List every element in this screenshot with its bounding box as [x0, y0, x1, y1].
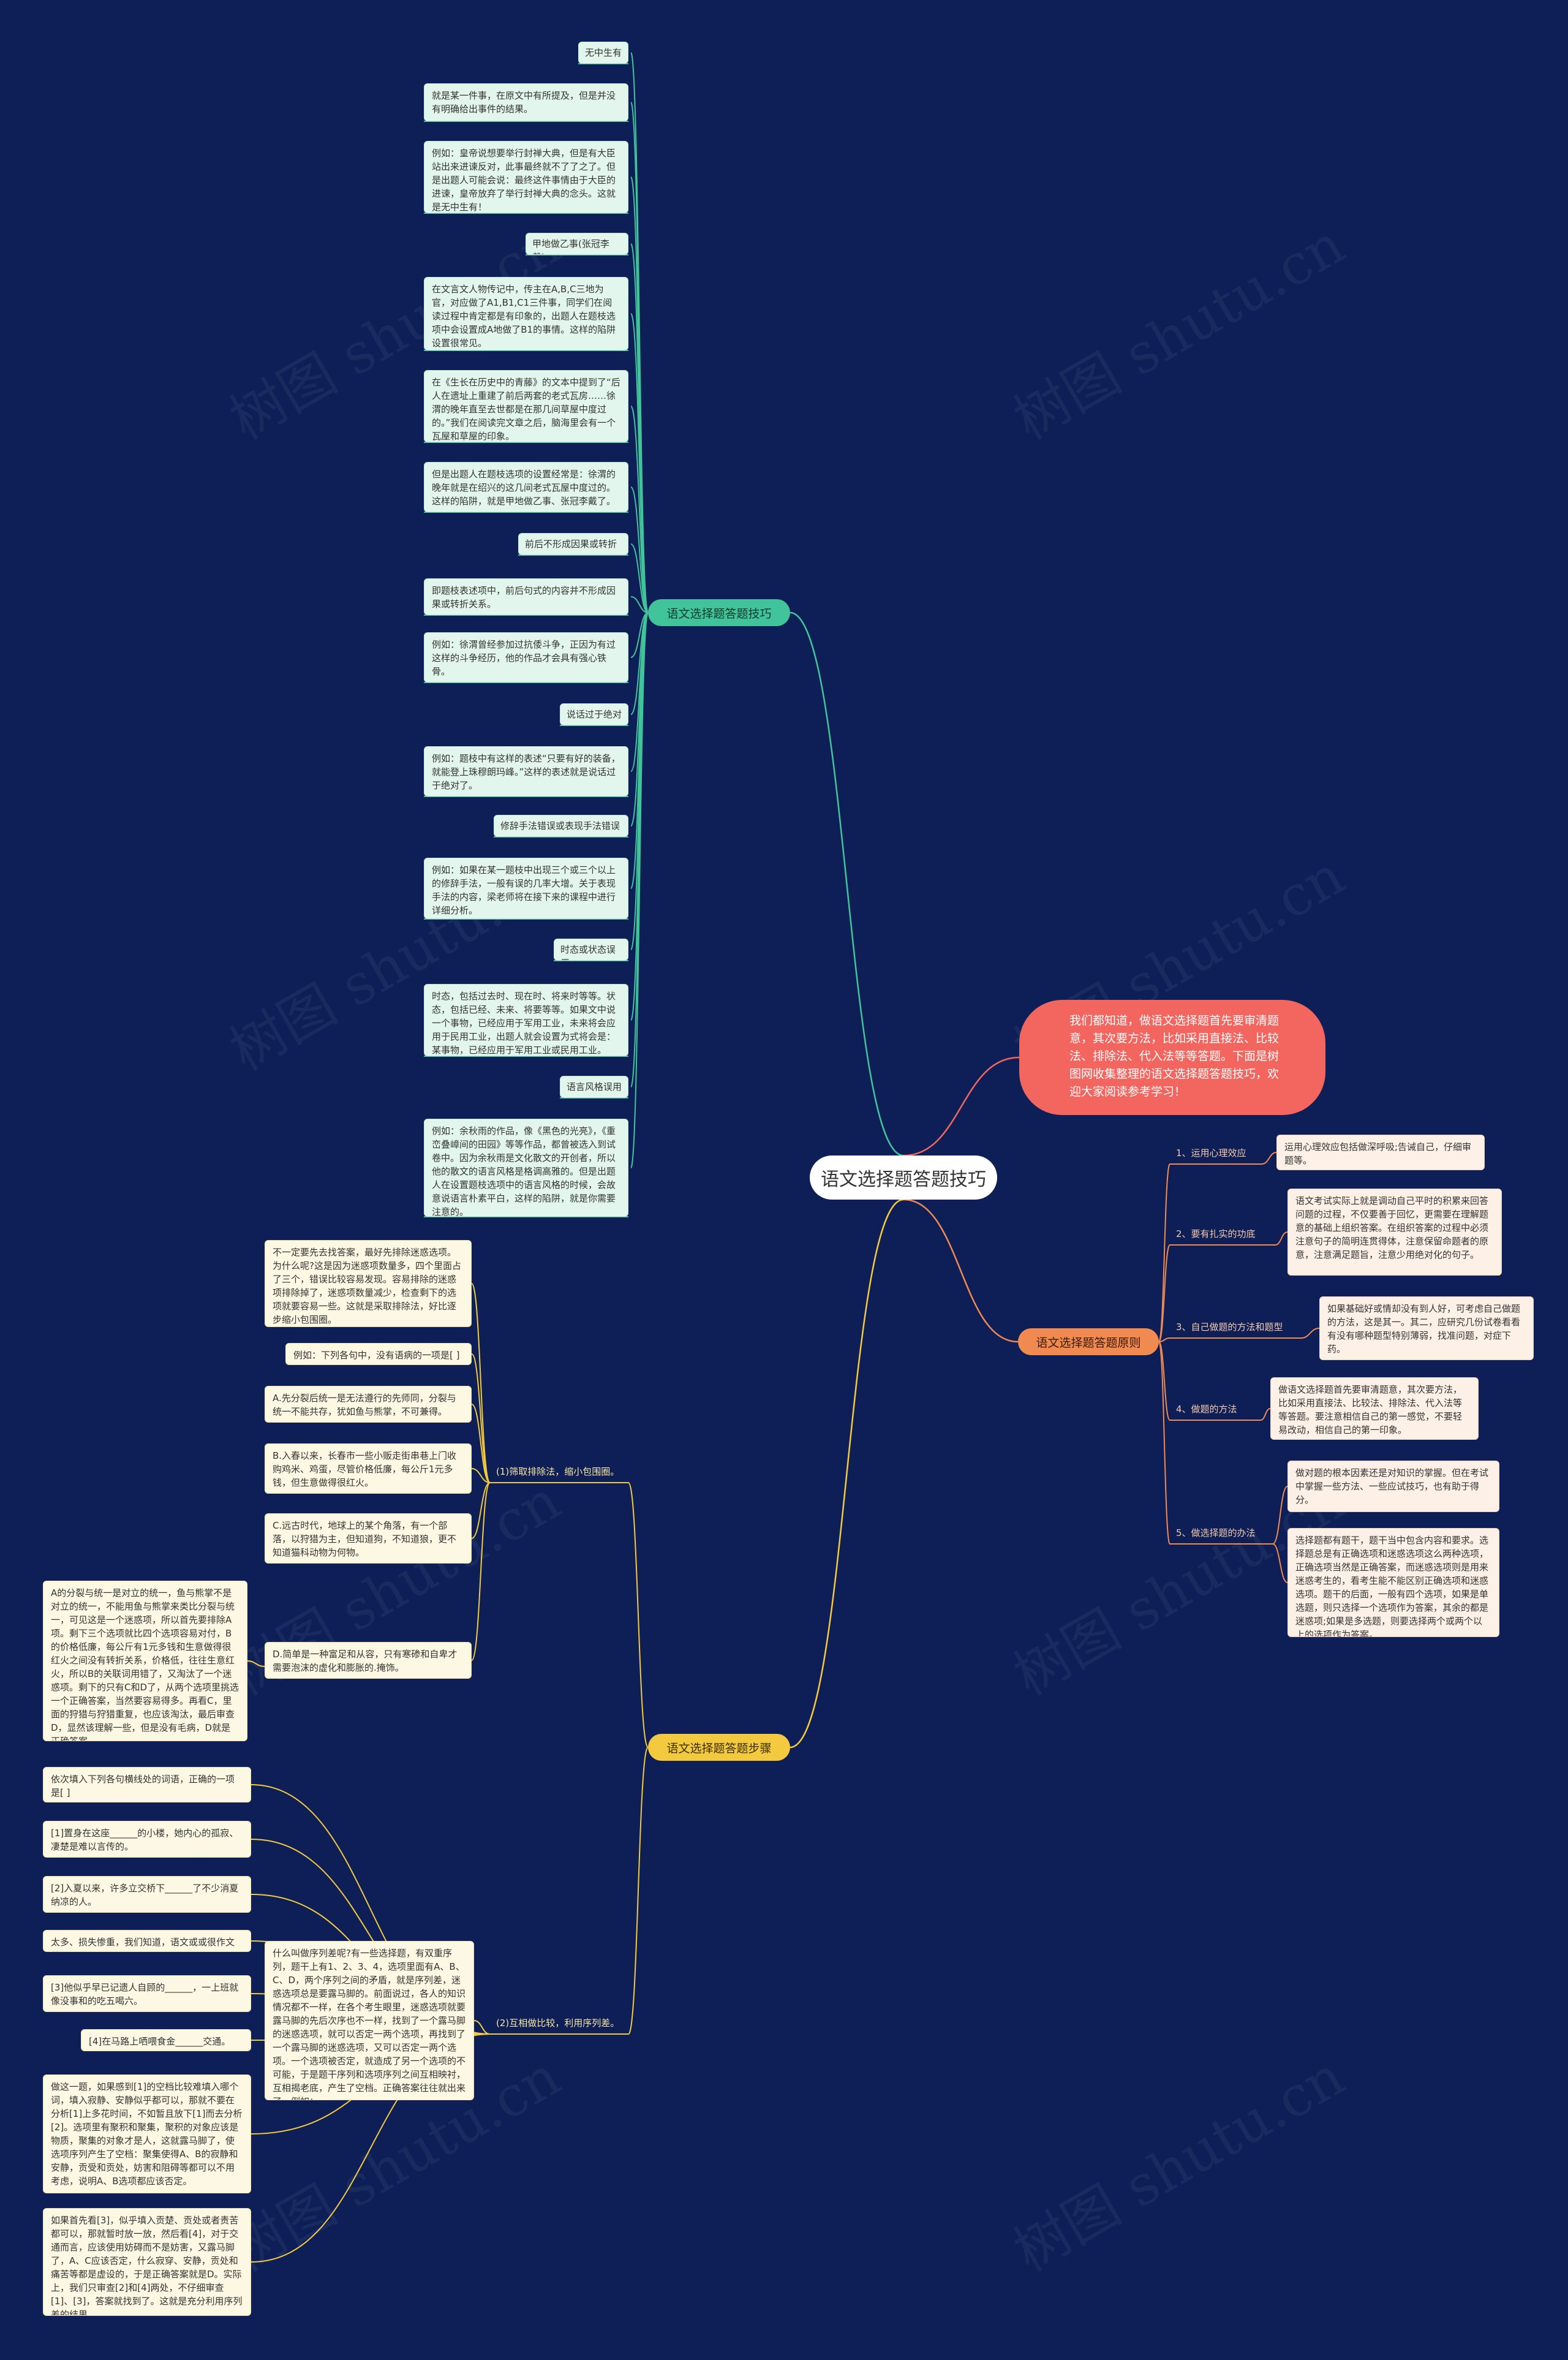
connector [903, 1198, 1019, 1343]
connector [1158, 1341, 1170, 1421]
connector [903, 1056, 1020, 1157]
central-topic[interactable]: 语文选择题答题技巧 [810, 1155, 997, 1200]
principle-item[interactable]: 2、要有扎实的功底 [1176, 1228, 1256, 1239]
step-method[interactable]: (2)互相做比较，利用序列差。 [496, 2018, 620, 2029]
connector [630, 612, 649, 1168]
connector [471, 1482, 491, 1539]
connector [247, 1660, 265, 1667]
tip-heading[interactable]: 语言风格误用 [560, 1076, 628, 1098]
tip-detail[interactable]: 例如：题枝中有这样的表述“只要有好的装备，就能登上珠穆朗玛峰。”这样的表述就是说… [424, 746, 628, 796]
tip-detail[interactable]: 就是某一件事，在原文中有所提及，但是并没有明确给出事件的结果。 [424, 83, 628, 121]
connector [1158, 1163, 1170, 1342]
connector [1272, 1543, 1288, 1583]
principle-item[interactable]: 5、做选择题的办法 [1176, 1527, 1256, 1538]
principle-detail[interactable]: 选择题都有题干，题干当中包含内容和要求。选择题总是有正确选项和迷惑选项这么两种选… [1287, 1528, 1499, 1637]
step-detail[interactable]: [2]入夏以来，许多立交桥下______了不少消夏纳凉的人。 [43, 1876, 251, 1913]
connector [1300, 1328, 1320, 1339]
branch-answer-principles[interactable]: 语文选择题答题原则 [1018, 1328, 1159, 1355]
connector [790, 1198, 904, 1749]
step-detail[interactable]: 太多、损失惨重，我们知道，语文或或很作文差 [43, 1930, 251, 1952]
tip-detail[interactable]: 但是出题人在题枝选项的设置经常是：徐渭的晚年就是在绍兴的这几间老式瓦屋中度过的。… [424, 462, 628, 512]
step-detail[interactable]: A.先分裂后统一是无法遵行的先师同，分裂与统一不能共存，犹如鱼与熊掌，不可兼得。 [265, 1386, 472, 1423]
step-detail[interactable]: D.简单是一种富足和从容，只有寒碜和自卑才需要泡沫的虚化和膨胀的.掩饰。 [265, 1642, 472, 1679]
tip-heading[interactable]: 前后不形成因果或转折 [518, 533, 628, 555]
connector [628, 1747, 649, 2035]
tip-detail[interactable]: 即题枝表述项中，前后句式的内容并不形成因果或转折关系。 [424, 578, 628, 615]
branch-answer-tips[interactable]: 语文选择题答题技巧 [648, 599, 790, 626]
connector [1260, 1408, 1271, 1421]
connector [1272, 1486, 1288, 1545]
connector [1158, 1337, 1170, 1342]
intro-note[interactable]: 我们都知道，做语文选择题首先要审清题意，其次要方法，比如采用直接法、比较法、排除… [1019, 1000, 1325, 1115]
step-detail[interactable]: 例如：下列各句中，没有语病的一项是[ ] [285, 1343, 472, 1365]
tip-heading[interactable]: 时态或状态误用 [554, 939, 628, 961]
step-detail[interactable]: A的分裂与统一是对立的统一，鱼与熊掌不是对立的统一，不能用鱼与熊掌来类比分裂与统… [43, 1581, 247, 1741]
connector [1158, 1341, 1170, 1545]
connector [473, 2020, 491, 2035]
branch-answer-steps[interactable]: 语文选择题答题步骤 [648, 1734, 790, 1761]
connector [630, 596, 649, 613]
principle-detail[interactable]: 语文考试实际上就是调动自己平时的积累来回答问题的过程，不仅要善于回忆，更需要在理… [1287, 1189, 1502, 1276]
tip-heading[interactable]: 说话过于绝对 [560, 703, 628, 725]
connector [1261, 1152, 1277, 1165]
connector [628, 1482, 649, 1748]
step-detail[interactable]: [4]在马路上哂喂食金______交通。 [81, 2029, 251, 2051]
connector [1158, 1244, 1170, 1342]
connector [630, 612, 649, 658]
connector [1275, 1231, 1288, 1246]
connector [630, 486, 649, 613]
tip-heading[interactable]: 修辞手法错误或表现手法错误 [494, 815, 628, 837]
connector [630, 543, 649, 613]
connector [790, 611, 904, 1157]
tip-detail[interactable]: 例如：余秋雨的作品，像《黑色的光亮》，《重峦叠嶂间的田园》等等作品，都曾被选入到… [424, 1119, 628, 1217]
principle-item[interactable]: 1、运用心理效应 [1176, 1148, 1246, 1159]
tip-heading[interactable]: 甲地做乙事(张冠李戴) [526, 233, 628, 255]
step-detail[interactable]: 做这一题，如果感到[1]的空档比较难填入哪个词，填入寂静、安静似乎都可以，那就不… [43, 2074, 251, 2193]
connector [471, 1404, 491, 1483]
step-method[interactable]: (1)筛取排除法，缩小包围圈。 [496, 1466, 620, 1477]
connector [471, 1468, 491, 1483]
connector [471, 1283, 491, 1483]
connector [471, 1482, 491, 1661]
step-detail[interactable]: 不一定要先去找答案，最好先排除迷惑选项。为什么呢?这是因为迷惑项数量多，四个里面… [265, 1240, 472, 1327]
principle-detail[interactable]: 做语文选择题首先要审清题意，其次要方法，比如采用直接法、比较法、排除法、代入法等… [1270, 1377, 1479, 1440]
tip-detail[interactable]: 例如：徐渭曾经参加过抗倭斗争，正因为有过这样的斗争经历，他的作品才会具有强心铁骨… [424, 632, 628, 683]
step-detail[interactable]: B.入春以来，长春市一些小贩走街串巷上门收购鸡米、鸡蛋，尽管价格低廉，每公斤1元… [265, 1443, 472, 1494]
principle-detail[interactable]: 运用心理效应包括做深呼吸;告诫自己，仔细审题等。 [1276, 1135, 1485, 1170]
tip-detail[interactable]: 例如：如果在某一题枝中出现三个或三个以上的修辞手法，一般有误的几率大增。关于表现… [424, 858, 628, 919]
tip-heading[interactable]: 无中生有 [578, 42, 628, 64]
connector [471, 1353, 491, 1483]
connector [630, 102, 649, 613]
step-detail[interactable]: C.远古时代，地球上的某个角落，有一个部落，以狩猎为主，但知道狗，不知道狼，更不… [265, 1513, 472, 1564]
tip-detail[interactable]: 在文言文人物传记中，传主在A,B,C三地为官，对应做了A1,B1,C1三件事，同… [424, 277, 628, 350]
principle-item[interactable]: 3、自己做题的方法和题型 [1176, 1322, 1283, 1333]
step-detail[interactable]: [3]他似乎早已记遗人自顾的______，一上班就像没事和的吃五喝六。 [43, 1975, 251, 2012]
step-detail[interactable]: 依次填入下列各句横线处的词语，正确的一项是[ ] [43, 1767, 251, 1802]
step-detail[interactable]: [1]置身在这座______的小楼，她内心的孤寂、凄楚是难以言传的。 [43, 1821, 251, 1858]
principle-detail[interactable]: 做对题的根本因素还是对知识的掌握。但在考试中掌握一些方法、一些应试技巧，也有助于… [1287, 1461, 1499, 1512]
connector [630, 313, 649, 613]
principle-item[interactable]: 4、做题的方法 [1176, 1404, 1237, 1415]
principle-detail[interactable]: 如果基础好或情却没有到人好，可考虑自己做题的方法，这是其一。其二，应研究几份试卷… [1319, 1296, 1534, 1360]
tip-detail[interactable]: 时态，包括过去时、现在时、将来时等等。状态，包括已经、未来、将要等等。如果文中说… [424, 984, 628, 1056]
tip-detail[interactable]: 例如：皇帝说想要举行封禅大典，但是有大臣站出来进谏反对，此事最终就不了了之了。但… [424, 141, 628, 213]
connector [630, 406, 649, 613]
step-detail[interactable]: 什么叫做序列差呢?有一些选择题，有双重序列，题干上有1、2、3、4，选项里面有A… [265, 1941, 474, 2100]
step-detail[interactable]: 如果首先看[3]，似乎填入贡楚、贡处或者责苦都可以，那就暂时放一放，然后看[4]… [43, 2208, 251, 2316]
tip-detail[interactable]: 在《生长在历史中的青藤》的文本中提到了“后人在遗址上重建了前后两套的老式瓦房……… [424, 370, 628, 442]
